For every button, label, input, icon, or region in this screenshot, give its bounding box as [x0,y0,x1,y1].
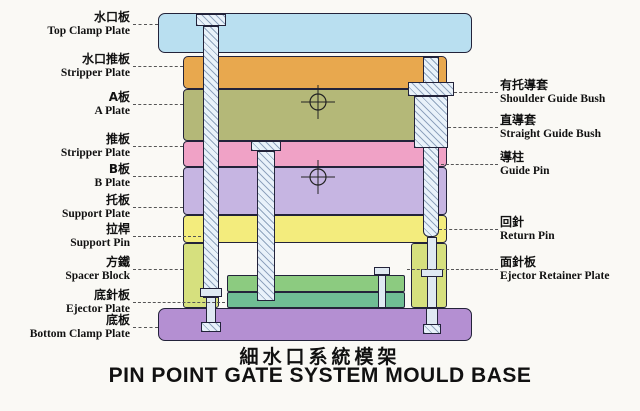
label-top-clamp-plate-cn: 水口板 [93,10,130,24]
b-plate-shape [183,167,447,215]
guide-pin-center-shaft [257,151,275,301]
label-guide-pin-cn: 導柱 [500,150,525,164]
label-support-pin-cn: 拉桿 [105,222,130,236]
support-pin-head [196,14,226,26]
ejector-pin-head [374,267,390,275]
a-plate-shape [183,89,447,141]
label-shoulder-guide-bush-en: Shoulder Guide Bush [500,93,606,105]
label-support-pin: 拉桿 Support Pin [0,222,130,250]
center-mark-icon [301,160,335,194]
diagram-title-chinese: 細水口系統模架 [239,346,401,368]
label-ejector-plate: 底針板 Ejector Plate [0,288,130,316]
stripper-plate-top-shape [183,56,447,89]
label-b-plate-en: B Plate [94,177,130,189]
leader-line [133,302,225,303]
support-plate-shape [183,215,447,243]
label-spacer-block: 方鐵 Spacer Block [0,255,130,283]
leader-line [448,127,498,128]
leader-line [133,176,183,177]
label-spacer-block-en: Spacer Block [65,270,130,282]
label-a-plate: A板 A Plate [0,90,130,118]
label-support-plate-en: Support Plate [61,208,130,220]
label-straight-guide-bush-cn: 直導套 [500,113,537,127]
label-top-clamp-plate-en: Top Clamp Plate [47,25,130,37]
center-mark-icon [301,85,335,119]
label-straight-guide-bush: 直導套 Straight Guide Bush [500,113,640,141]
leader-line [407,269,498,270]
label-support-pin-en: Support Pin [70,237,130,249]
ejector-pin-shaft [378,275,386,308]
leader-line [133,269,183,270]
shoulder-guide-bush-flange [408,82,454,96]
leader-line [439,229,498,230]
leader-line [133,24,158,25]
leader-line [133,66,183,67]
leader-line [133,104,183,105]
label-ejector-retainer-plate-cn: 面針板 [500,255,537,269]
stripper-plate-mid-shape [183,141,447,167]
label-stripper-plate-top-en: Stripper Plate [60,67,130,79]
label-return-pin-cn: 回針 [500,215,525,229]
label-shoulder-guide-bush: 有托導套 Shoulder Guide Bush [500,78,640,106]
left-lower-nut [201,322,221,332]
label-support-plate: 托板 Support Plate [0,193,130,221]
label-ejector-plate-cn: 底針板 [93,288,130,302]
label-stripper-plate-mid: 推板 Stripper Plate [0,132,130,160]
label-bottom-clamp-plate-en: Bottom Clamp Plate [29,328,130,340]
label-ejector-plate-en: Ejector Plate [66,303,130,315]
label-return-pin: 回針 Return Pin [500,215,640,243]
label-shoulder-guide-bush-cn: 有托導套 [500,78,549,92]
return-pin-flange [421,269,443,277]
support-pin-shaft [203,26,219,298]
label-a-plate-cn: A板 [108,90,130,104]
leader-line [133,146,183,147]
diagram-title-english: PIN POINT GATE SYSTEM MOULD BASE [108,364,532,387]
label-guide-pin: 導柱 Guide Pin [500,150,640,178]
label-spacer-block-cn: 方鐵 [105,255,130,269]
label-stripper-plate-mid-en: Stripper Plate [60,147,130,159]
leader-line [454,92,498,93]
label-return-pin-en: Return Pin [500,230,555,242]
right-lower-nut [423,324,441,334]
label-support-plate-cn: 托板 [105,193,130,207]
label-bottom-clamp-plate: 底板 Bottom Clamp Plate [0,313,130,341]
label-b-plate-cn: B板 [108,162,130,176]
label-stripper-plate-top-cn: 水口推板 [81,52,130,66]
label-stripper-plate-mid-cn: 推板 [105,132,130,146]
label-guide-pin-en: Guide Pin [500,165,550,177]
label-top-clamp-plate: 水口板 Top Clamp Plate [0,10,130,38]
label-b-plate: B板 B Plate [0,162,130,190]
guide-pin-center-head [251,141,281,151]
left-lower-bolt-head [200,288,222,297]
label-a-plate-en: A Plate [94,105,130,117]
label-stripper-plate-top: 水口推板 Stripper Plate [0,52,130,80]
leader-line [133,207,183,208]
label-ejector-retainer-plate-en: Ejector Retainer Plate [500,270,610,282]
label-ejector-retainer-plate: 面針板 Ejector Retainer Plate [500,255,640,283]
label-bottom-clamp-plate-cn: 底板 [105,313,130,327]
leader-line [133,236,201,237]
straight-guide-bush-body [414,96,448,148]
leader-line [441,164,498,165]
label-straight-guide-bush-en: Straight Guide Bush [500,128,601,140]
leader-line [133,327,158,328]
